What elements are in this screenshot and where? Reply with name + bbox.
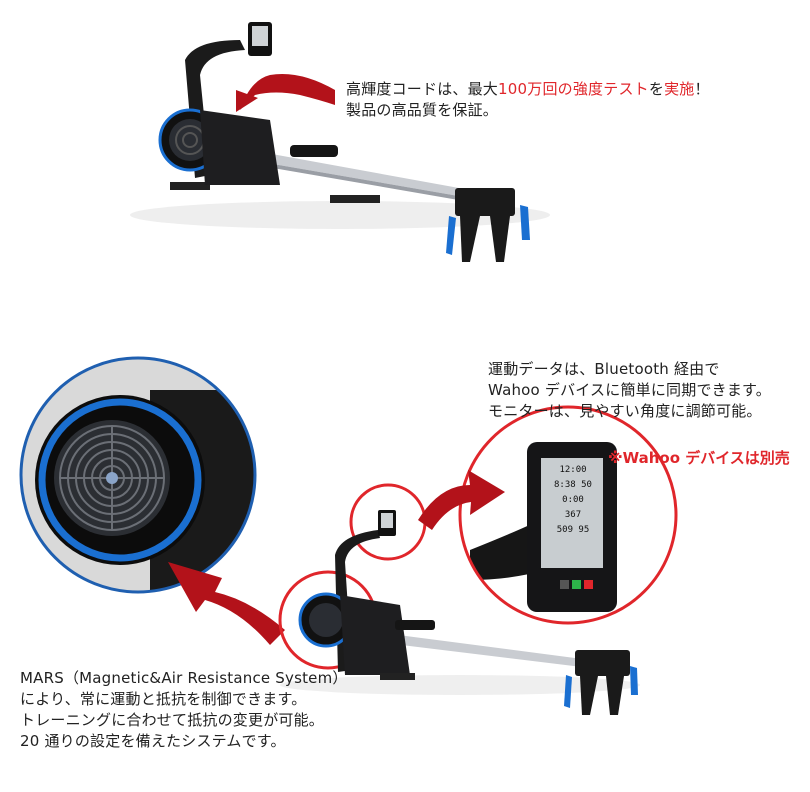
- screen-row-5b: 95: [578, 525, 590, 535]
- caption-highlight-implement: 実施: [664, 80, 695, 98]
- seat: [290, 145, 338, 157]
- screen-row-2a: 8:38: [554, 480, 576, 490]
- zoom-ring-right: [458, 405, 678, 625]
- red-arrow-icon: [240, 74, 335, 110]
- screen-row-5a: 509: [556, 525, 573, 535]
- top-caption: 高輝度コードは、最大100万回の強度テストを実施！ 製品の高品質を保証。: [346, 79, 710, 121]
- monitor-screen: 12:00 8:38 50 0:00 367 509 95: [545, 463, 601, 538]
- red-arrow-icon: [168, 562, 285, 645]
- mars-caption-line1: MARS（Magnetic&Air Resistance System）: [20, 669, 348, 687]
- caption-line1-prefix: 高輝度コードは、最大: [346, 80, 499, 98]
- red-arrow-icon: [418, 470, 505, 530]
- mars-caption-line4: 20 通りの設定を備えたシステムです。: [20, 732, 286, 750]
- caption-line1-mid: を: [648, 80, 665, 98]
- monitor-caption: 運動データは、Bluetooth 経由で Wahoo デバイスに簡単に同期できま…: [488, 359, 771, 422]
- rail: [360, 630, 590, 668]
- flywheel-zoom: [21, 358, 255, 592]
- rail: [250, 150, 470, 198]
- caption-highlight-test: 100万回の強度テスト: [498, 80, 649, 98]
- caption-line2: 製品の高品質を保証。: [346, 101, 499, 119]
- screen-row-4: 367: [564, 510, 582, 520]
- mars-caption: MARS（Magnetic&Air Resistance System） により…: [20, 668, 348, 752]
- mars-caption-line2: により、常に運動と抵抗を制御できます。: [20, 690, 307, 708]
- caption-line1-suffix: ！: [694, 80, 710, 98]
- monitor-caption-line3: モニターは、見やすい角度に調節可能。: [488, 402, 762, 420]
- rower-illustration-bottom: [19, 356, 678, 715]
- screen-row-3: 0:00: [562, 495, 584, 505]
- mars-caption-line3: トレーニングに合わせて抵抗の変更が可能。: [20, 711, 325, 729]
- screen-row-2b: 50: [581, 480, 592, 490]
- zoom-ring-left: [19, 356, 257, 594]
- rear-stand: [455, 188, 515, 216]
- screen-row-1: 12:00: [559, 465, 587, 475]
- rower-illustration-top: [130, 22, 550, 262]
- monitor-zoom: [460, 407, 676, 623]
- wahoo-sold-separately-note: ※Wahoo デバイスは別売: [608, 449, 790, 467]
- monitor-caption-line2: Wahoo デバイスに簡単に同期できます。: [488, 381, 771, 399]
- monitor-caption-line1: 運動データは、Bluetooth 経由で: [488, 360, 720, 378]
